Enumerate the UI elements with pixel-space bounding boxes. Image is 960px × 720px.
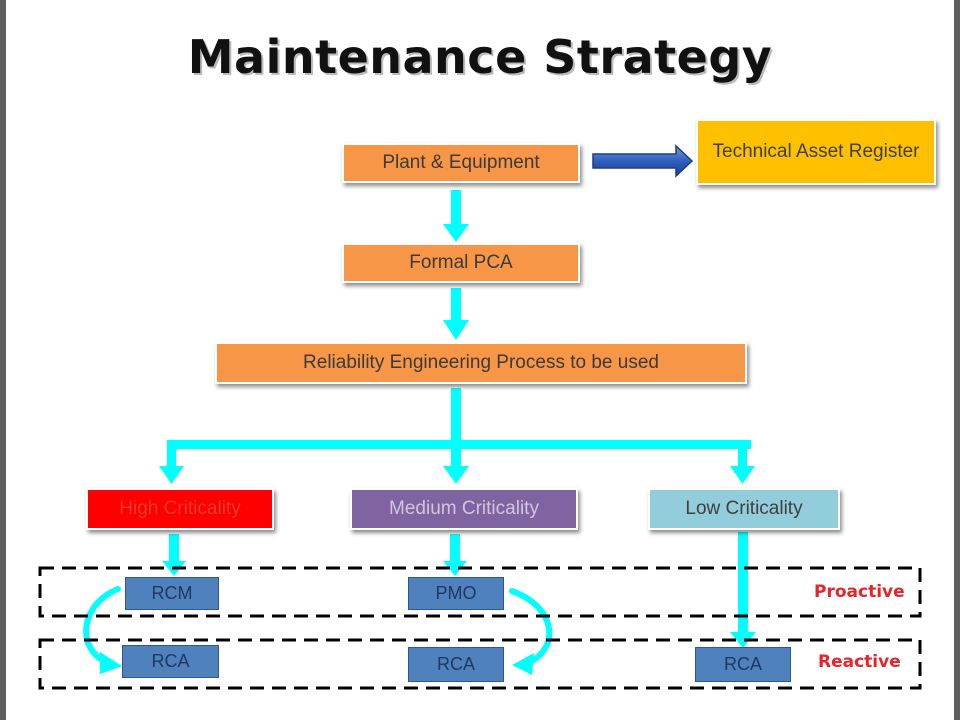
- proactive-label: Proactive: [814, 582, 905, 602]
- curve-pmo-head: [512, 653, 534, 675]
- reactive-label: Reactive: [818, 652, 901, 672]
- proactive-band: [38, 566, 922, 618]
- high-criticality-box: High Criticality: [86, 488, 274, 530]
- right-frame-bar: [954, 0, 960, 720]
- curve-rcm-head: [100, 652, 122, 674]
- arrow-plant-to-pca: [443, 190, 469, 242]
- page-title: Maintenance Strategy: [187, 30, 773, 84]
- arrow-high-to-rcm: [162, 534, 186, 576]
- reactive-band: [38, 638, 922, 690]
- arrow-medium-to-pmo: [443, 534, 467, 576]
- arrow-reliability-split: [159, 388, 755, 484]
- low-criticality-box: Low Criticality: [648, 488, 840, 530]
- plant-equipment-box: Plant & Equipment: [342, 143, 580, 183]
- left-frame-bar: [0, 0, 6, 720]
- medium-criticality-box: Medium Criticality: [350, 488, 578, 530]
- arrow-to-asset-register: [592, 144, 694, 178]
- rca-high-box: RCA: [122, 645, 219, 678]
- rca-low-box: RCA: [695, 647, 791, 682]
- curve-pmo-to-rca: [509, 588, 553, 667]
- rcm-box: RCM: [125, 577, 219, 610]
- pmo-box: PMO: [408, 577, 504, 610]
- reliability-process-box: Reliability Engineering Process to be us…: [215, 342, 747, 384]
- arrow-low-to-rca: [730, 532, 756, 648]
- rca-medium-box: RCA: [408, 647, 504, 682]
- technical-asset-register-box: Technical Asset Register: [696, 119, 936, 185]
- arrow-pca-to-reliability: [443, 288, 469, 340]
- curve-rcm-to-rca: [83, 586, 121, 665]
- formal-pca-box: Formal PCA: [342, 243, 580, 283]
